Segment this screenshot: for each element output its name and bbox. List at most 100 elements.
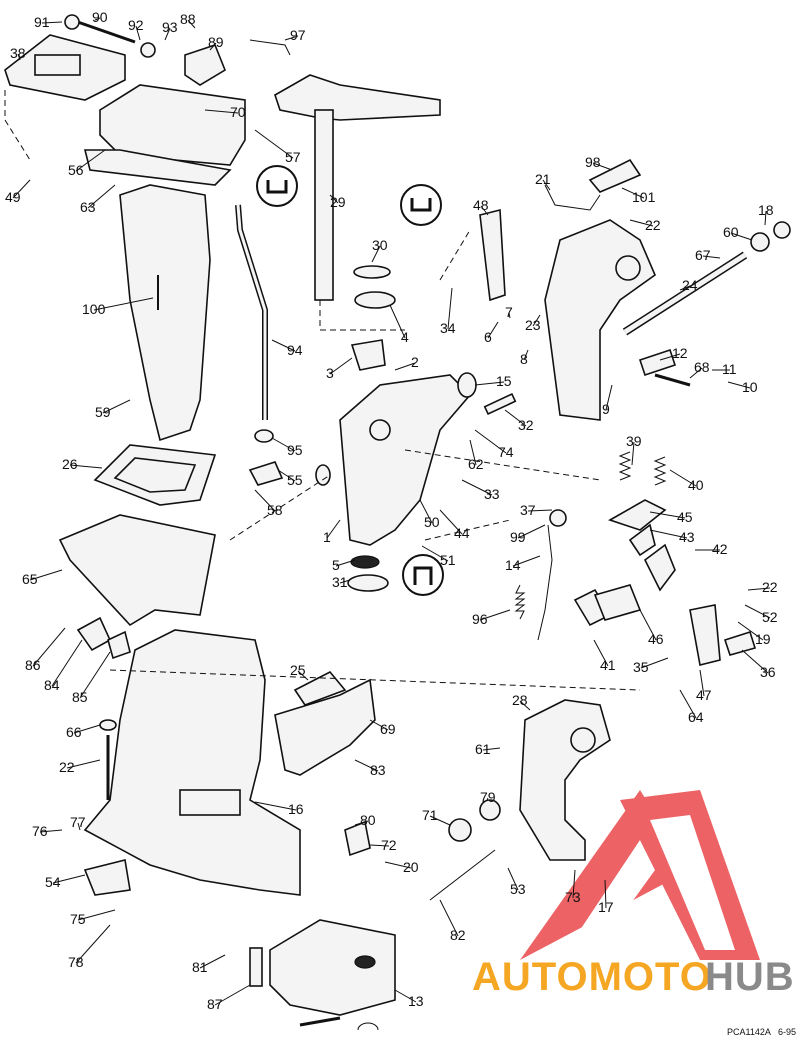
leader-69: [369, 719, 389, 731]
clip: [249, 39, 291, 56]
drawing-date: 6-95: [778, 1027, 796, 1037]
callout-67: 67: [695, 247, 711, 263]
bolt-68: [654, 373, 691, 387]
swivel-bracket: [339, 374, 472, 546]
pin: [483, 392, 517, 416]
callout-80: 80: [360, 812, 376, 828]
tilt-pin: [429, 849, 496, 901]
callout-66: 66: [66, 724, 82, 740]
tilt-link: [479, 208, 506, 302]
through-bolt: [299, 1016, 341, 1027]
leader-78: [75, 924, 111, 964]
callout-83: 83: [370, 762, 386, 778]
lower-cover: [58, 514, 216, 627]
callout-90: 90: [92, 9, 108, 25]
callout-26: 26: [62, 456, 78, 472]
leader-93: [164, 27, 171, 41]
reverse-lock-plate: [608, 499, 667, 531]
leader-75: [77, 909, 116, 921]
leader-13: [394, 989, 417, 1003]
strip-25: [293, 670, 347, 706]
leader-63: [87, 184, 116, 209]
callout-51: 51: [440, 552, 456, 568]
leader-60: [730, 232, 753, 241]
leader-80: [354, 820, 369, 826]
leader-85: [79, 651, 111, 699]
bracket-hole: [570, 727, 596, 753]
leader-92: [135, 25, 141, 41]
leader-74: [474, 429, 507, 454]
callout-74: 74: [498, 444, 514, 460]
assembly-line-7: [319, 300, 405, 331]
knob: [549, 509, 567, 527]
upper-housing: [99, 84, 246, 166]
callout-61: 61: [475, 741, 491, 757]
cap-opening: [354, 955, 376, 969]
callout-70: 70: [230, 104, 246, 120]
callout-97: 97: [290, 27, 306, 43]
lower-housing: [83, 629, 301, 896]
watermark-logo: [520, 790, 760, 960]
leader-56: [75, 149, 106, 172]
callout-52: 52: [762, 609, 778, 625]
shim-plate: [249, 947, 263, 987]
leader-45: [649, 511, 686, 519]
leader-70: [204, 109, 239, 114]
callout-20: 20: [403, 859, 419, 875]
anode-plate: [76, 616, 112, 652]
callout-79: 79: [480, 789, 496, 805]
leader-22b: [747, 587, 771, 591]
spring-left: [618, 451, 632, 481]
callout-30: 30: [372, 237, 388, 253]
callout-42: 42: [712, 541, 728, 557]
leader-58: [254, 489, 276, 512]
leader-18: [764, 210, 767, 226]
leader-44: [439, 509, 463, 535]
callout-77: 77: [70, 814, 86, 830]
leader-54: [52, 874, 86, 884]
leader-2: [394, 362, 416, 371]
tilt-lever: [544, 184, 601, 211]
leader-20: [384, 861, 412, 869]
leader-83: [354, 759, 379, 772]
callout-21: 21: [535, 171, 551, 187]
leader-73: [572, 869, 576, 899]
leader-47: [699, 669, 705, 697]
leader-65: [29, 569, 63, 581]
callout-23: 23: [525, 317, 541, 333]
callout-22c: 22: [59, 759, 75, 775]
detail-badge-57: [256, 165, 298, 207]
washer-69: [99, 719, 117, 731]
leader-100: [93, 297, 154, 311]
leader-48: [480, 205, 489, 216]
callout-65: 65: [22, 571, 38, 587]
shift-bracket: [184, 44, 226, 86]
rubber-damper: [344, 820, 371, 857]
leader-46: [639, 609, 657, 641]
leader-3: [329, 357, 353, 375]
retainer: [248, 461, 284, 486]
callout-43: 43: [679, 529, 695, 545]
leader-7: [508, 312, 511, 319]
callout-96: 96: [472, 611, 488, 627]
leader-41: [593, 639, 609, 667]
leader-98: [592, 162, 613, 171]
gearcase-mount: [179, 789, 241, 816]
leader-67: [702, 255, 721, 259]
callout-5: 5: [332, 557, 340, 573]
assembly-line-5: [439, 229, 471, 281]
callout-71: 71: [422, 807, 438, 823]
callout-94: 94: [287, 342, 303, 358]
callout-2: 2: [411, 354, 419, 370]
brand-text-right: HUB: [705, 955, 795, 999]
callout-19: 19: [755, 631, 771, 647]
callout-10: 10: [742, 379, 758, 395]
leader-72: [369, 844, 390, 847]
callout-11: 11: [722, 361, 737, 377]
leader-59: [102, 399, 131, 414]
callout-87: 87: [207, 996, 223, 1012]
leader-37: [527, 509, 553, 512]
bushing: [350, 339, 386, 371]
leader-33: [461, 479, 493, 496]
